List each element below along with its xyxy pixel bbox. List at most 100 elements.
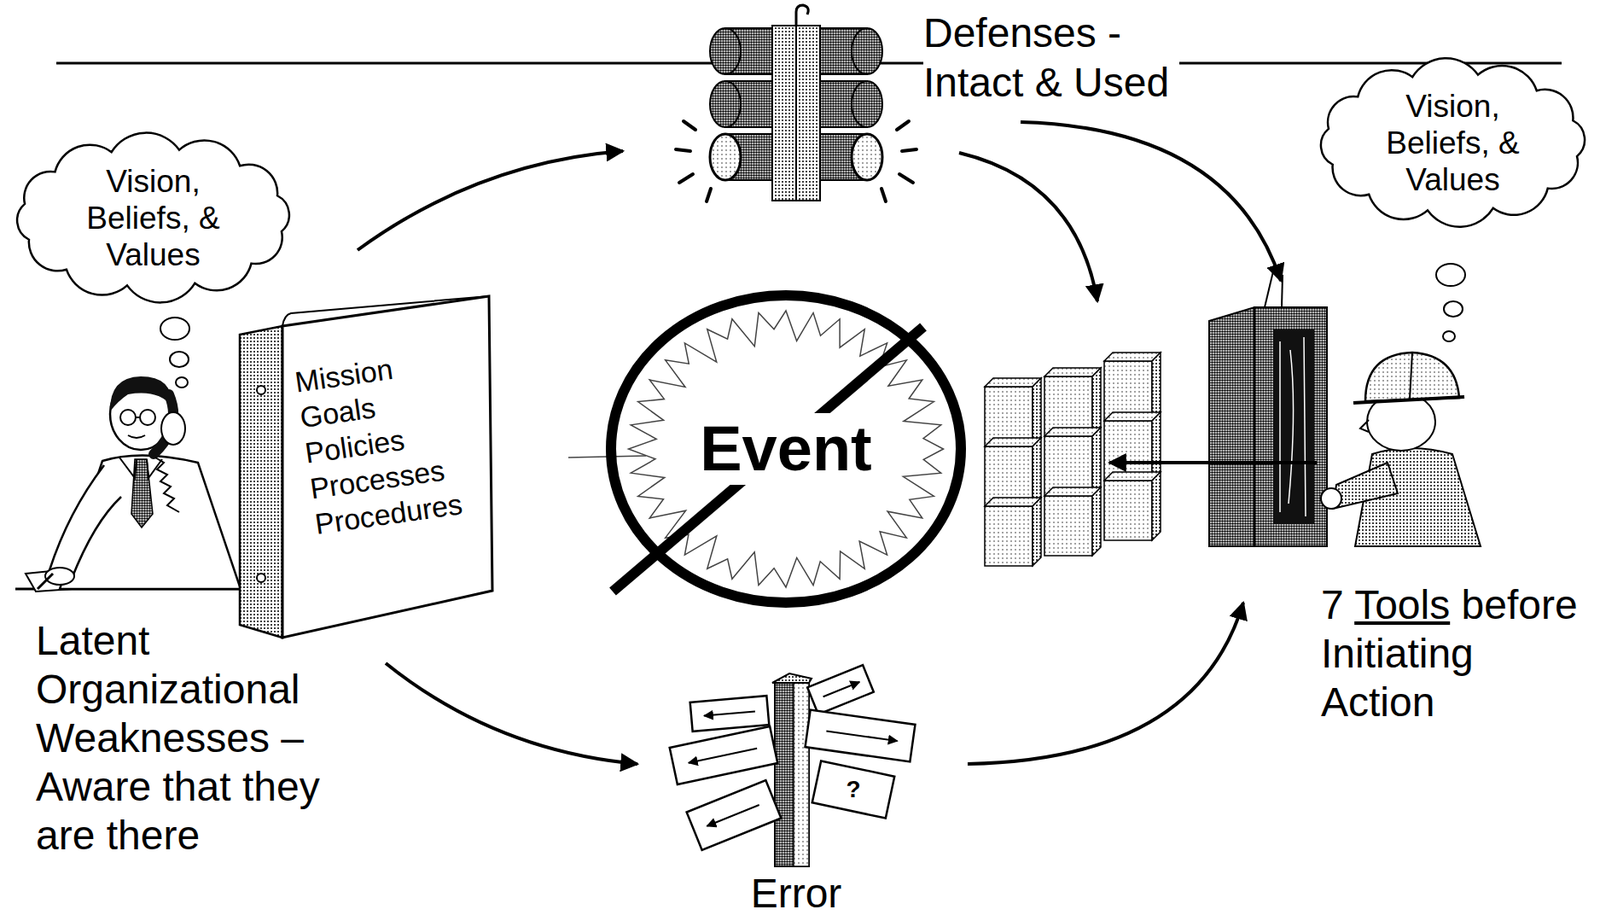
signpost: [669, 726, 779, 785]
thought-cloud: Vision, Beliefs, & Values: [10, 128, 297, 308]
signpost: [706, 804, 759, 827]
manager-figure: [135, 416, 140, 419]
signpost: [805, 709, 916, 763]
traffic-light: [679, 174, 693, 183]
worker-figure: [1320, 488, 1342, 509]
barrier-blocks: [984, 352, 1161, 566]
weakness-label-holder: Latent Organizational Weaknesses – Aware…: [35, 616, 331, 860]
signpost: [807, 664, 874, 715]
control-panel: [1264, 271, 1274, 308]
signpost: [823, 681, 861, 697]
tools-label: 7 Tools before Initiating Action: [1320, 580, 1591, 727]
barrier-blocks: [1044, 367, 1101, 437]
thought-bubble: [1442, 331, 1455, 342]
cloud-text: Vision, Beliefs, & Values: [68, 162, 239, 274]
barrier-blocks: [1104, 352, 1161, 421]
flow-arrow: [357, 151, 623, 251]
manager-figure: [131, 459, 153, 528]
flow-arrow: [967, 602, 1244, 764]
traffic-light: [709, 133, 741, 181]
cloud-outline: [1320, 58, 1585, 227]
manager-figure: [119, 457, 163, 478]
control-panel: [1209, 307, 1255, 547]
error-label: Error: [750, 870, 843, 916]
barrier-blocks: [984, 437, 1042, 507]
barrier-blocks: [1104, 471, 1161, 541]
worker-figure: [1365, 352, 1460, 402]
manager-figure: [120, 409, 136, 425]
control-panel: [1273, 329, 1315, 524]
traffic-light: [795, 25, 798, 201]
event-prohibited: Event: [602, 286, 970, 611]
thought-cloud: Vision, Beliefs, & Values: [1314, 52, 1592, 233]
manager-figure: [128, 435, 146, 438]
signpost: [807, 664, 874, 715]
barrier-blocks: [1044, 427, 1101, 496]
signpost: [805, 709, 916, 763]
tools-label-word: 7: [1320, 581, 1344, 628]
manager-figure: [139, 409, 156, 425]
flow-arrow: [1109, 460, 1317, 465]
signpost: [688, 748, 757, 763]
worker-figure: [1332, 462, 1398, 509]
flow-arrow: [959, 152, 1098, 302]
traffic-light: [709, 28, 741, 75]
traffic-light: [899, 174, 914, 183]
cloud-outline: [17, 133, 290, 303]
barrier-blocks: [1104, 412, 1161, 481]
signpost: [812, 760, 895, 818]
thought-bubble: [160, 317, 190, 340]
traffic-light: [881, 188, 886, 202]
traffic-light: [851, 133, 883, 181]
signpost: [669, 726, 779, 785]
manager-figure: [15, 376, 256, 592]
signpost: [686, 779, 782, 850]
traffic-light: [675, 149, 691, 152]
traffic-light: [851, 28, 883, 75]
signpost: [826, 730, 897, 741]
tools-label-holder: 7 Tools before Initiating Action: [1320, 580, 1591, 727]
defenses-label: Defenses - Intact & Used: [923, 8, 1180, 108]
manager-figure: [37, 573, 53, 589]
thought-bubble: [175, 377, 188, 388]
binder-edge: [282, 296, 489, 326]
barrier-blocks: [1044, 487, 1101, 556]
tools-label-word: before: [1461, 581, 1578, 628]
control-panel: [1254, 307, 1327, 547]
prohibition-slash: [612, 326, 924, 592]
worker-figure: [1360, 419, 1369, 432]
binder-ring: [256, 573, 266, 582]
traffic-light: [675, 5, 917, 202]
traffic-light: [675, 121, 917, 202]
signpost: [812, 760, 895, 818]
tools-label-word: Tools: [1354, 581, 1450, 628]
control-panel: [1209, 271, 1327, 547]
binder-text: Mission Goals Policies Processes Procedu…: [292, 343, 465, 542]
question-mark: ?: [845, 776, 861, 803]
cloud-text: Vision, Beliefs, & Values: [1367, 87, 1539, 198]
flow-arrow: [357, 122, 1281, 764]
procedure-binder: Mission Goals Policies Processes Procedu…: [239, 296, 496, 638]
manager-figure: [155, 457, 180, 512]
signpost: [690, 695, 770, 732]
tools-label-word: Initiating: [1320, 630, 1474, 676]
binder-spine: [239, 325, 283, 638]
error-label-holder: Error: [750, 870, 843, 916]
flow-arrow: [1020, 122, 1281, 281]
defenses-label-holder: Defenses - Intact & Used: [923, 8, 1180, 108]
control-panel: [1281, 274, 1283, 308]
prohibition-circle: [610, 295, 961, 603]
signpost: [774, 682, 809, 867]
thought-bubble: [169, 351, 189, 367]
manager-figure: [49, 465, 122, 579]
worker-figure: [1409, 352, 1413, 400]
traffic-light: [851, 81, 883, 128]
thought-bubble: [1436, 263, 1466, 286]
traffic-light: [901, 149, 917, 152]
manager-figure: [110, 376, 172, 412]
signpost: [686, 779, 782, 850]
flow-arrow: [385, 663, 638, 764]
traffic-light: [683, 121, 696, 130]
barrier-blocks: [984, 378, 1042, 447]
